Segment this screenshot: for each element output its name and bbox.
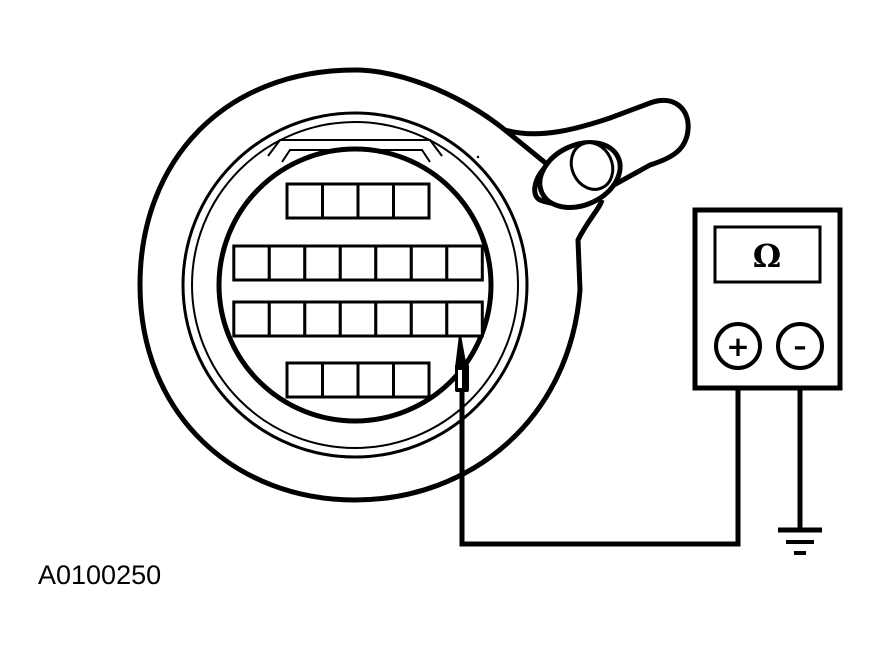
pin-cavity (338, 300, 378, 338)
ohmmeter-display-symbol: Ω (753, 237, 781, 275)
pin-cavity (392, 361, 431, 399)
negative-terminal: – (776, 322, 824, 370)
pin-cavity (285, 361, 324, 399)
test-probe (454, 334, 469, 392)
ohmmeter-display (713, 225, 822, 284)
pin-cavity (321, 182, 360, 220)
pin-cavity (356, 182, 395, 220)
connector-dot (476, 155, 480, 159)
positive-test-lead (459, 368, 741, 547)
connector-inner-ring-middle (191, 121, 519, 449)
pin-cavity (445, 244, 484, 282)
figure-id: A0100250 (38, 560, 162, 590)
pin-cavity (285, 182, 324, 220)
positive-terminal: + (714, 322, 762, 370)
negative-terminal-label: – (794, 332, 807, 362)
connector-inner-ring-outer (181, 111, 529, 459)
pin-cavity (392, 182, 431, 220)
test-leads (459, 368, 803, 547)
pin-cavity (303, 300, 342, 338)
locking-tab-clip-inner (569, 141, 615, 191)
positive-terminal-jack (714, 322, 762, 370)
pin-cavity (303, 244, 342, 282)
pin-cavity (321, 361, 360, 399)
pin-cavity (409, 300, 449, 338)
pin-cavity (232, 300, 271, 338)
negative-terminal-jack (776, 322, 824, 370)
connector-housing-outline (137, 67, 605, 503)
pin-cavity (356, 361, 395, 399)
ground-icon (778, 527, 822, 555)
probe-highlight (458, 370, 462, 388)
pin-cavity (374, 300, 413, 338)
positive-terminal-label: + (726, 330, 749, 363)
pin-cavity (409, 244, 449, 282)
pin-cavity (267, 244, 307, 282)
connector-key-outline (267, 139, 443, 157)
pin-row-2 (232, 244, 484, 282)
pin-row-3 (232, 300, 484, 338)
pin-cavity (445, 300, 484, 338)
pin-cavity (374, 244, 413, 282)
pin-cavity (232, 244, 271, 282)
pin-row-4 (285, 361, 431, 399)
pin-cavity (267, 300, 307, 338)
connector-body (137, 67, 691, 503)
pin-cavities (232, 182, 484, 399)
probe-tip (454, 334, 468, 369)
ohmmeter: Ω + – (692, 207, 843, 391)
pin-row-1 (285, 182, 431, 220)
connector-key-inner (281, 149, 431, 163)
pin-cavity (338, 244, 378, 282)
